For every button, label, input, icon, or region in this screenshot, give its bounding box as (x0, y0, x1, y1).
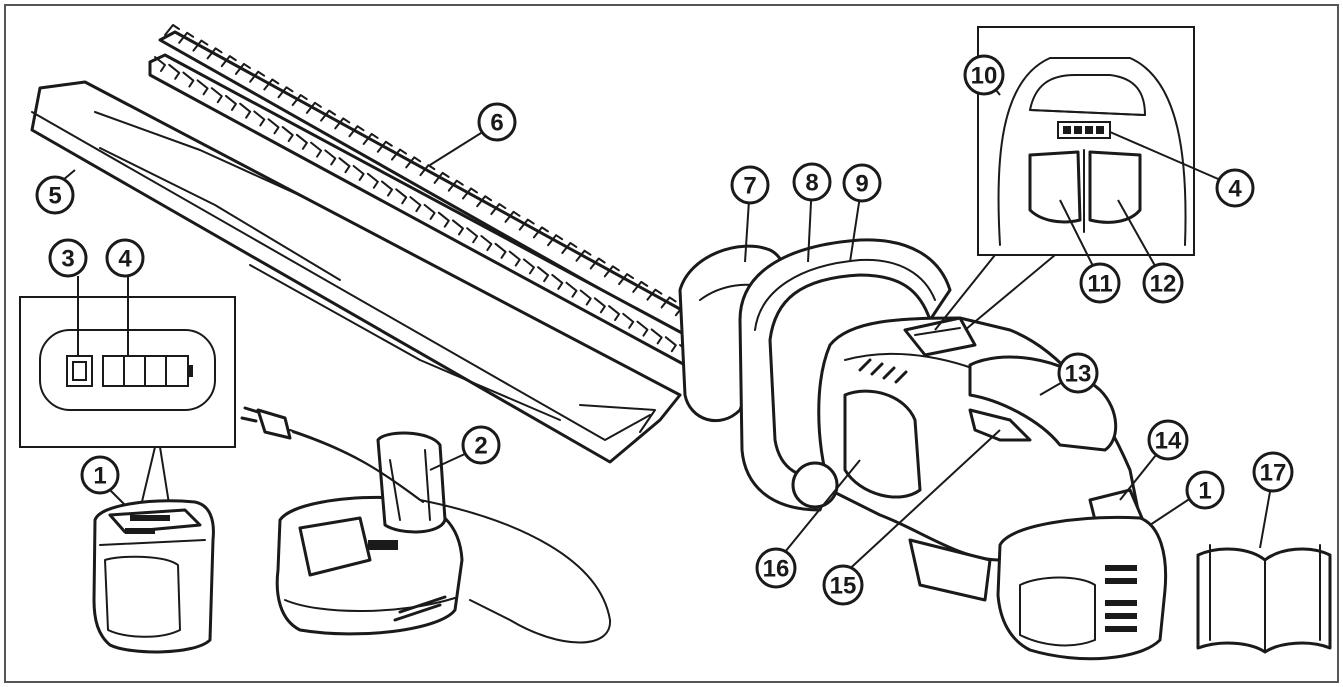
blade-teeth (154, 24, 705, 360)
blade-tooth (295, 101, 322, 150)
callout-13-label: 13 (1065, 361, 1092, 388)
blade-tooth (622, 280, 649, 329)
callout-4-charge-indicator-left: 4 (105, 238, 145, 356)
control-panel-inset (934, 26, 1195, 331)
blade-tooth (451, 187, 478, 236)
blade-tooth (224, 62, 251, 111)
callout-3-status-button: 3 (48, 238, 88, 356)
battery-indicator-inset (19, 296, 236, 511)
inset-right-button (1088, 150, 1142, 224)
callout-1-battery-right: 1 (1185, 470, 1225, 510)
blade-tooth (437, 179, 464, 228)
callout-1-label: 1 (93, 463, 106, 490)
callout-15-trigger: 15 (822, 564, 864, 606)
callout-4-charge-indicator-right: 4 (1215, 168, 1255, 208)
blade-tooth (154, 24, 180, 72)
hedge-blade (148, 24, 705, 367)
callout-1-label-right: 1 (1198, 478, 1211, 505)
callout-7-label: 7 (743, 173, 756, 200)
callout-10: 10 (963, 54, 1005, 96)
trigger (968, 408, 1032, 442)
blade-tooth (565, 249, 592, 298)
callout-3-label: 3 (61, 246, 74, 273)
blade-tooth (508, 218, 535, 267)
callout-8-label: 8 (805, 170, 818, 197)
housing-foot (908, 538, 992, 602)
blade-tooth (409, 164, 436, 213)
callout-17-manual: 17 (1252, 451, 1294, 493)
callout-6-label: 6 (490, 110, 503, 137)
blade-tooth (466, 195, 493, 244)
callout-10-label: 10 (971, 63, 998, 90)
inset-left-button (1028, 150, 1082, 224)
operators-manual (1196, 544, 1332, 654)
blade-tooth (210, 55, 237, 104)
callout-15-label: 15 (830, 573, 857, 600)
blade-tooth (310, 109, 337, 158)
callout-12-label: 12 (1150, 271, 1177, 298)
blade-tooth (239, 70, 266, 119)
callout-7-hand-guard: 7 (730, 165, 770, 205)
blade-tooth (494, 210, 521, 259)
callout-11: 11 (1079, 262, 1121, 304)
callout-6-blade: 6 (477, 102, 517, 142)
callout-9-front-handle: 9 (842, 163, 882, 203)
callout-14-battery-release: 14 (1147, 419, 1189, 461)
installed-battery (996, 516, 1168, 661)
battery-pack (92, 499, 215, 654)
blade-cover (30, 80, 682, 464)
blade-tooth (608, 273, 635, 322)
blade-tooth (593, 265, 620, 314)
callout-14-label: 14 (1155, 428, 1182, 455)
blade-tooth (253, 78, 280, 127)
callout-16: 16 (755, 547, 797, 589)
callout-17-label: 17 (1260, 460, 1287, 487)
callout-11-label: 11 (1087, 271, 1112, 298)
side-panel (843, 389, 922, 499)
blade-tooth (196, 47, 223, 96)
callout-5-label: 5 (48, 183, 61, 210)
callout-13-rear-handle: 13 (1057, 352, 1099, 394)
blade-tooth (324, 117, 351, 166)
blade-tooth (423, 171, 450, 220)
callout-4-label: 4 (118, 246, 132, 273)
callout-16-label: 16 (763, 556, 790, 583)
blade-tooth (381, 148, 408, 197)
blade-tooth (537, 234, 564, 283)
blade-tooth (650, 296, 677, 345)
callout-8: 8 (792, 162, 832, 202)
callout-9-label: 9 (855, 171, 868, 198)
diagram-frame (4, 4, 1339, 683)
blade-tooth (522, 226, 549, 275)
blade-tooth (579, 257, 606, 306)
blade-tooth (480, 203, 507, 252)
plug (256, 408, 292, 440)
callout-1-battery-left: 1 (80, 455, 120, 495)
battery-vents (1105, 565, 1137, 632)
blade-tooth (551, 241, 578, 290)
blade-tooth (168, 31, 195, 80)
blade-tooth (182, 39, 209, 88)
charger-cradle (376, 431, 447, 534)
blade-tooth (352, 132, 379, 181)
callout-4-label-right: 4 (1228, 176, 1242, 203)
front-knob (791, 461, 839, 509)
charger-vents (393, 595, 447, 622)
callout-5-blade-cover: 5 (35, 175, 75, 215)
blade-tooth (395, 156, 422, 205)
blade-tooth (281, 94, 308, 143)
callout-2-charger: 2 (461, 425, 501, 465)
blade-tooth (267, 86, 294, 135)
air-vents (858, 358, 908, 384)
callout-2-label: 2 (474, 433, 487, 460)
blade-tooth (636, 288, 663, 337)
blade-tooth (366, 140, 393, 189)
blade-tooth (338, 125, 365, 174)
battery-charger (240, 406, 612, 644)
callout-12: 12 (1142, 262, 1184, 304)
